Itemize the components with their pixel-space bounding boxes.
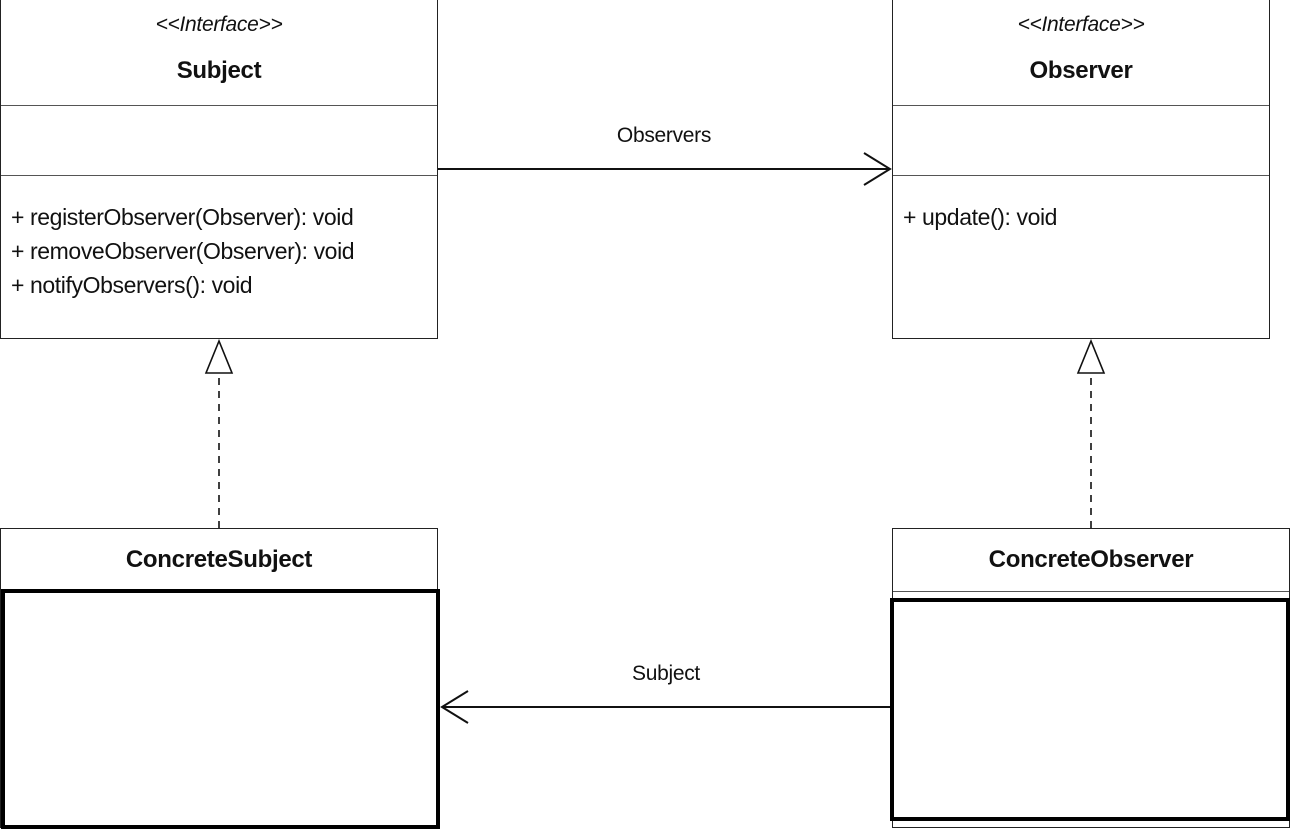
concrete-observer-body — [890, 598, 1290, 821]
subject-attributes-divider — [1, 175, 437, 176]
subject-class-name: Subject — [176, 57, 262, 84]
observer-method-list: + update(): void — [903, 200, 1057, 234]
concrete-subject-body — [1, 589, 440, 829]
observer-realization-triangle — [1076, 338, 1106, 374]
observer-attributes-divider — [893, 175, 1269, 176]
subject-method: + registerObserver(Observer): void — [11, 204, 354, 230]
observer-stereotype: <<Interface>> — [1017, 13, 1145, 36]
observer-interface-class[interactable]: <<Interface>> Observer + update(): void — [892, 0, 1270, 339]
subject-association-label: Subject — [632, 662, 700, 685]
observer-class-name: Observer — [1029, 57, 1133, 84]
subject-method: + removeObserver(Observer): void — [11, 238, 355, 264]
subject-header-divider — [1, 105, 437, 106]
concrete-subject-class-name: ConcreteSubject — [125, 546, 313, 573]
observers-arrowhead — [863, 152, 892, 186]
subject-realization-triangle — [204, 338, 234, 374]
subject-method: + notifyObservers(): void — [11, 272, 253, 298]
concrete-observer-header-divider — [893, 591, 1289, 592]
concrete-observer-class-name: ConcreteObserver — [988, 546, 1194, 573]
observers-association-label: Observers — [616, 124, 712, 147]
subject-arrowhead — [440, 690, 469, 724]
subject-stereotype: <<Interface>> — [155, 13, 283, 36]
observer-header-divider — [893, 105, 1269, 106]
subject-interface-class[interactable]: <<Interface>> Subject + registerObserver… — [0, 0, 438, 339]
observer-method: + update(): void — [903, 204, 1058, 230]
subject-method-list: + registerObserver(Observer): void + rem… — [11, 200, 355, 302]
